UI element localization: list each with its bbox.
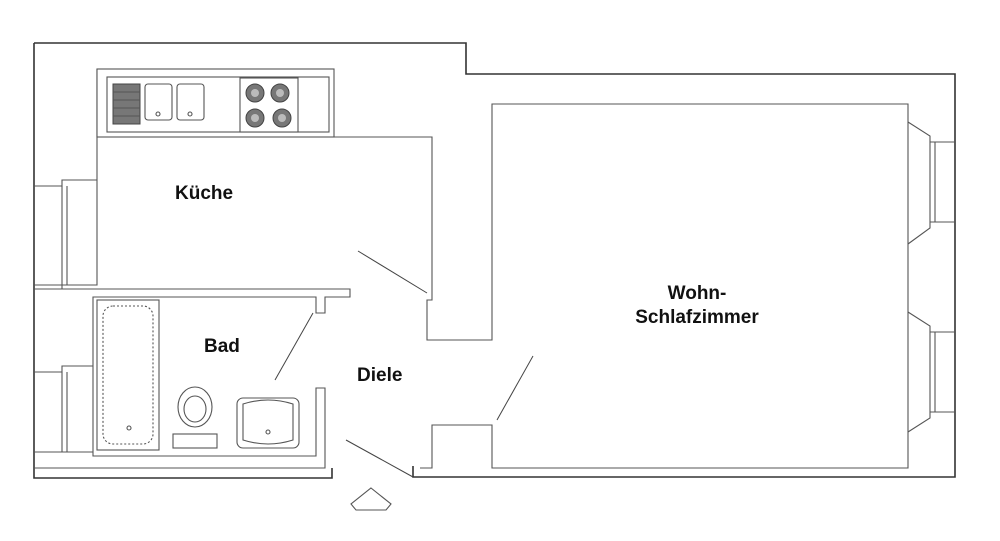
sink-left — [144, 83, 173, 121]
washbasin — [236, 397, 300, 449]
label-hall: Diele — [357, 365, 402, 386]
bathroom-walls — [34, 288, 351, 469]
drainboard — [112, 83, 141, 125]
bath-fixtures — [96, 299, 300, 451]
entrance-triangle-icon — [350, 487, 392, 511]
kitchen-counter — [96, 68, 335, 138]
label-bath: Bad — [204, 336, 240, 357]
label-living-line1: Wohn- — [668, 283, 727, 304]
bathtub — [96, 299, 160, 451]
toilet — [177, 386, 213, 428]
windows — [34, 121, 955, 453]
doors — [274, 250, 534, 478]
label-kitchen: Küche — [175, 183, 233, 204]
sink-right — [176, 83, 205, 121]
label-living-line2: Schlafzimmer — [635, 307, 759, 328]
